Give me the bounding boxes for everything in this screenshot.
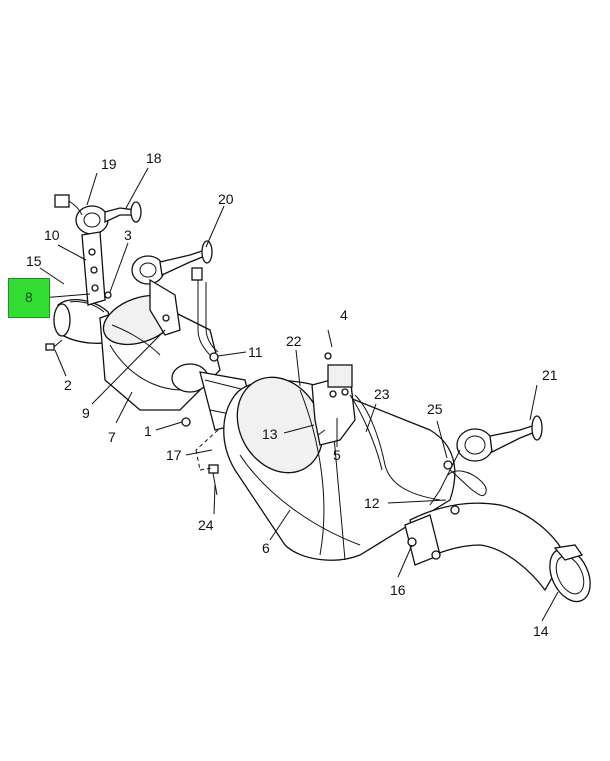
highlighted-part-box[interactable]: [8, 278, 50, 318]
callout-20: 20: [218, 191, 234, 207]
callout-6: 6: [262, 540, 270, 556]
callout-12: 12: [364, 495, 380, 511]
callout-7: 7: [108, 429, 116, 445]
callout-24: 24: [198, 517, 214, 533]
callout-13: 13: [262, 426, 278, 442]
callout-10: 10: [44, 227, 60, 243]
callout-16: 16: [390, 582, 406, 598]
callout-23: 23: [374, 386, 390, 402]
callout-4: 4: [340, 307, 348, 323]
callout-11: 11: [248, 344, 263, 360]
highlighted-part-label[interactable]: 8: [25, 289, 33, 305]
sensor-bracket: [311, 352, 441, 501]
callout-17: 17: [166, 447, 182, 463]
bolt-24: [208, 464, 219, 496]
mount-bracket-10: [81, 231, 106, 306]
callout-9: 9: [82, 405, 90, 421]
callout-1: 1: [144, 423, 152, 439]
callout-3: 3: [124, 227, 132, 243]
callout-19: 19: [101, 156, 117, 172]
callout-21: 21: [542, 367, 558, 383]
sensor-tube-11: [191, 267, 219, 362]
callout-labels: 19 18 20 10 3 15 2 9 7 1 17 24 11 4 22 1…: [26, 150, 558, 639]
callout-2: 2: [64, 377, 72, 393]
callout-25: 25: [427, 401, 443, 417]
callout-18: 18: [146, 150, 162, 166]
bolt-2: [45, 339, 63, 351]
callout-14: 14: [533, 623, 549, 639]
nut-1: [181, 417, 191, 427]
callout-22: 22: [286, 333, 302, 349]
callout-5: 5: [333, 447, 341, 463]
leader-lines: [39, 167, 559, 622]
tube-12: [443, 460, 487, 515]
nut-3: [104, 291, 112, 299]
outlet-pipe: [409, 502, 591, 603]
sensor-20: [131, 240, 213, 336]
sensor-19: [54, 194, 142, 235]
callout-15: 15: [26, 253, 42, 269]
dpf-can: [223, 376, 456, 561]
sensor-21: [429, 415, 543, 506]
